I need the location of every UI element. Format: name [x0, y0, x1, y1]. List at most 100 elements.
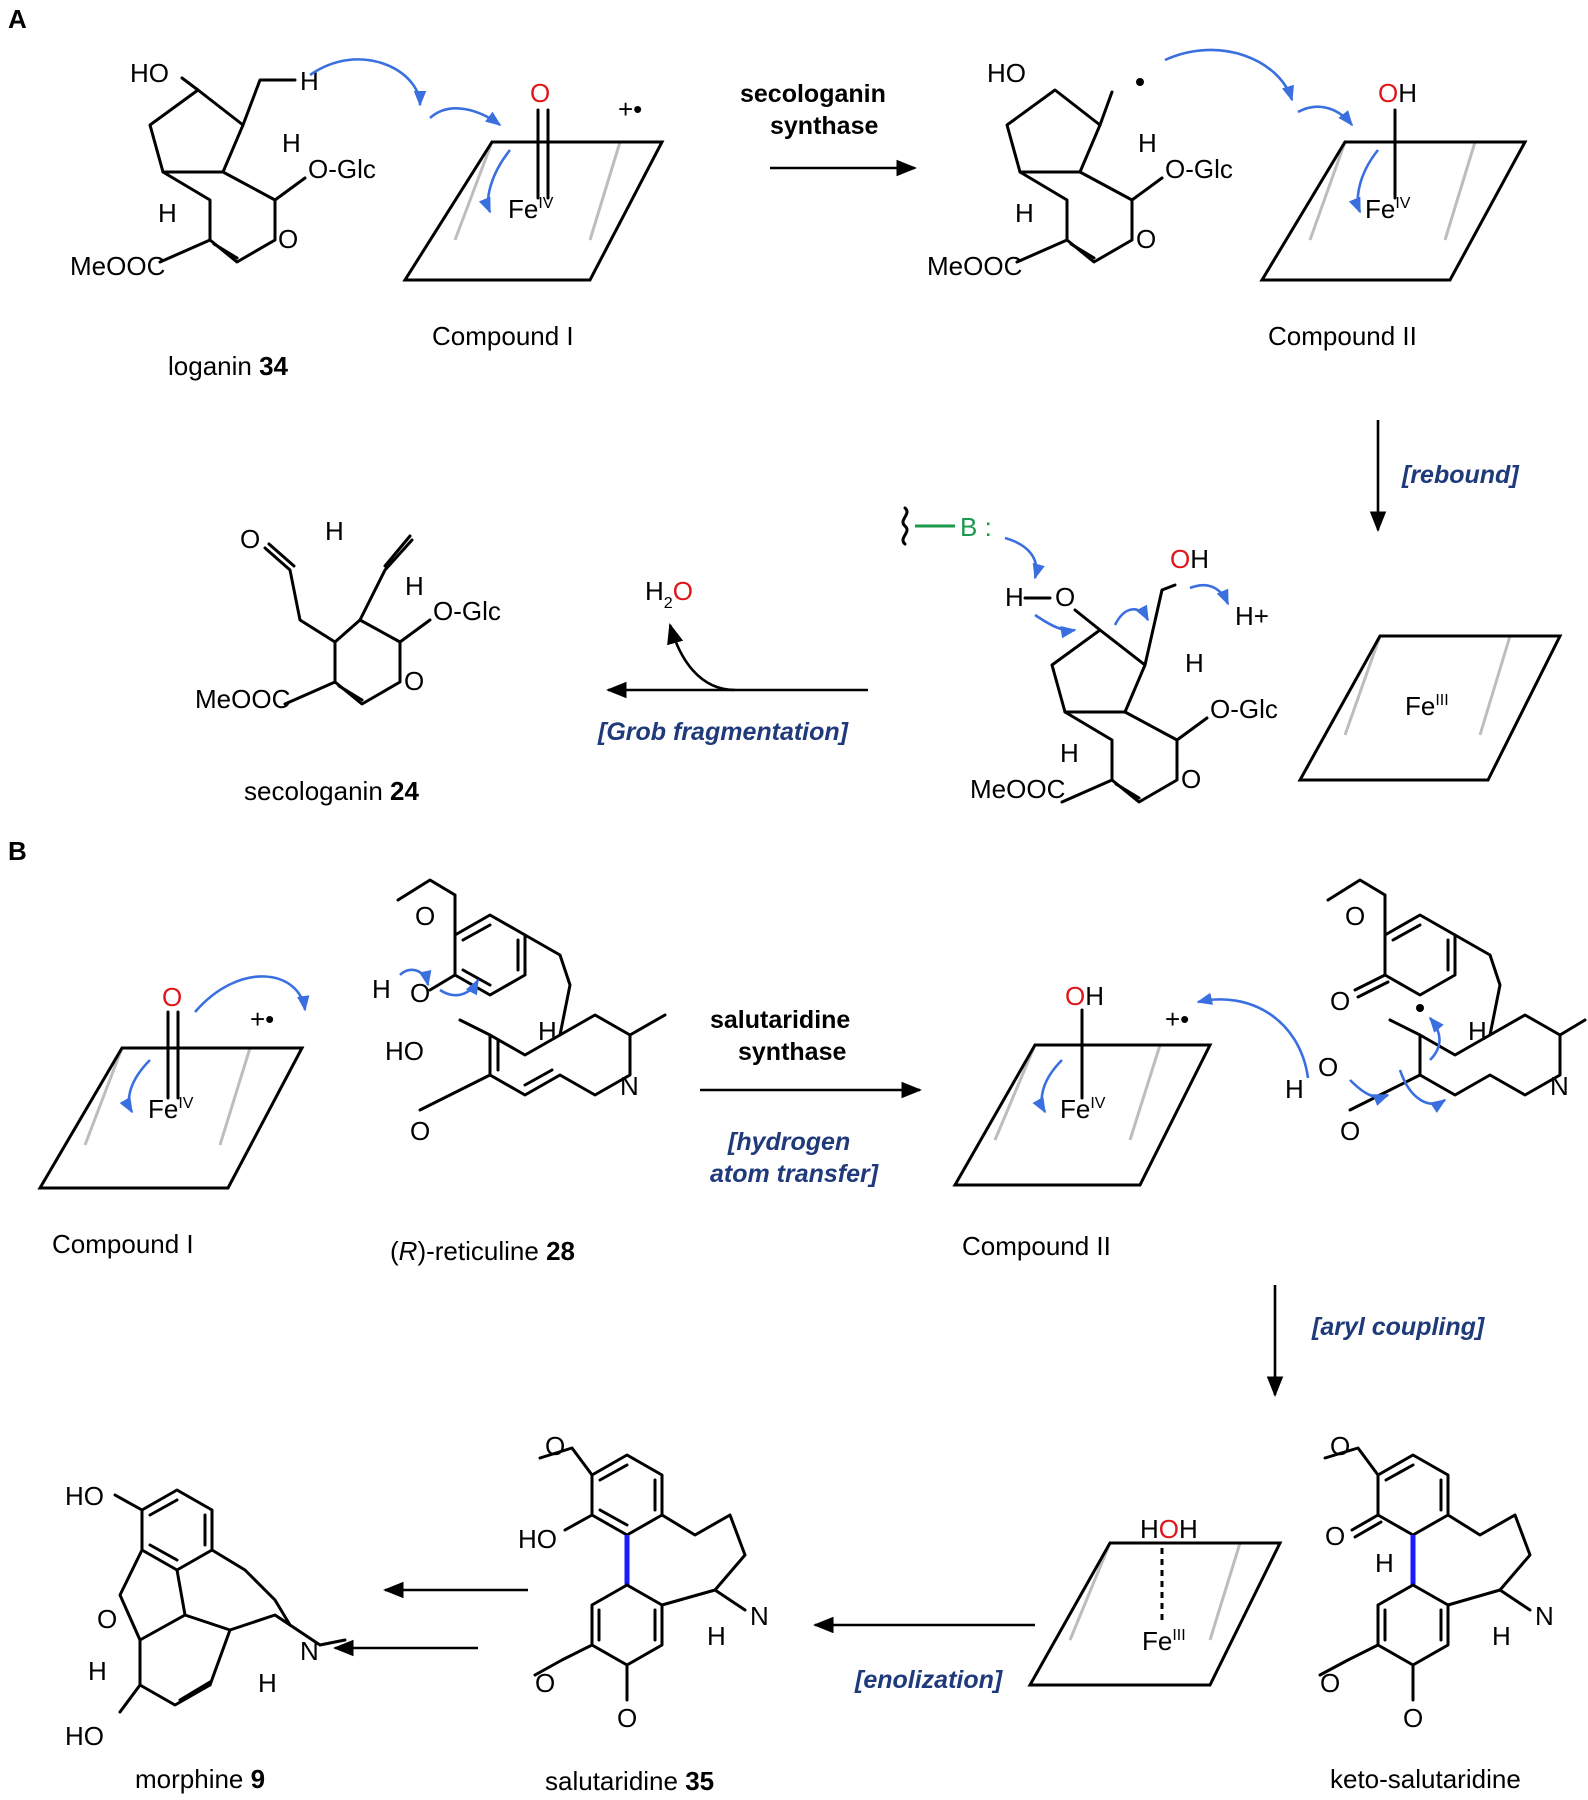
salutaridine-o2: O	[535, 1668, 555, 1698]
radical-b-h2: H	[1468, 1016, 1487, 1046]
secologanin-meooc: MeOOC	[195, 684, 290, 714]
compound2-b-radical: +•	[1165, 1004, 1189, 1034]
compound1-b-oxygen: O	[162, 982, 182, 1012]
keto-o3: O	[1320, 1668, 1340, 1698]
morphine-ho1: HO	[65, 1481, 104, 1511]
compound2-a-label: Compound II	[1268, 321, 1417, 351]
hydroxy-oh: OH	[1170, 544, 1209, 574]
radical-b-o3: O	[1318, 1052, 1338, 1082]
hydroxy-oglc: O-Glc	[1210, 694, 1278, 724]
keto-o4: O	[1403, 1703, 1423, 1733]
secologanin-oglc: O-Glc	[433, 596, 501, 626]
compound1-b-radical: +•	[250, 1004, 274, 1034]
compound2-b-oh: OH	[1065, 981, 1104, 1011]
keto-salutaridine-label: keto-salutaridine	[1330, 1764, 1521, 1794]
keto-n: N	[1535, 1601, 1554, 1631]
radical-oglc: O-Glc	[1165, 154, 1233, 184]
loganin-o: O	[278, 224, 298, 254]
grob-label: [Grob fragmentation]	[597, 718, 850, 746]
compound2-b-label: Compound II	[962, 1231, 1111, 1261]
compound2-b-heme: OH FeIV +•	[952, 981, 1213, 1187]
radical-h3: H	[1015, 198, 1034, 228]
reticuline-n: N	[620, 1071, 639, 1101]
salutaridine-ho: HO	[518, 1524, 557, 1554]
radical-b-o1: O	[1345, 901, 1365, 931]
salutaridine-label: salutaridine 35	[545, 1766, 714, 1796]
secologanin-o2: O	[404, 666, 424, 696]
radical-b-o2: O	[1330, 986, 1350, 1016]
compound2-a-oh: OH	[1378, 78, 1417, 108]
rebound-label: [rebound]	[1401, 461, 1520, 489]
hat-label-line1: [hydrogen	[727, 1128, 850, 1156]
reticuline-structure: O H O HO O H N	[372, 878, 667, 1146]
radical-o: O	[1136, 224, 1156, 254]
secologanin-h1: H	[325, 516, 344, 546]
radical-h2: H	[1138, 128, 1157, 158]
secologanin-structure: O H H O-Glc O MeOOC	[195, 516, 501, 714]
loganin-h3: H	[158, 198, 177, 228]
loganin-structure: HO H H O-Glc H O MeOOC	[70, 58, 376, 281]
secologanin-o: O	[240, 524, 260, 554]
morphine-structure: HO O H HO H N	[65, 1481, 347, 1751]
fe3-b-fe: FeIII	[1142, 1626, 1186, 1656]
compound2-b-fe: FeIV	[1060, 1094, 1106, 1124]
radical-intermediate-structure: HO H O-Glc H O MeOOC	[927, 58, 1233, 281]
secologanin-synthase-line2: synthase	[770, 112, 878, 140]
compound2-a-fe: FeIV	[1365, 194, 1411, 224]
compound1-a-fe: FeIV	[508, 194, 554, 224]
salutaridine-o3: O	[617, 1703, 637, 1733]
reticuline-h2: H	[538, 1016, 557, 1046]
water-label: H2O	[645, 576, 693, 612]
hat-label-line2: atom transfer]	[710, 1160, 880, 1188]
reticuline-h: H	[372, 974, 391, 1004]
reticuline-o3: O	[410, 1116, 430, 1146]
compound1-b-heme: O FeIV +•	[37, 982, 305, 1190]
morphine-h2: H	[258, 1668, 277, 1698]
keto-o1: O	[1330, 1431, 1350, 1461]
hydroxy-h2: H	[1185, 648, 1204, 678]
hydroxy-o: O	[1055, 582, 1075, 612]
compound1-b-fe: FeIV	[148, 1094, 194, 1124]
morphine-o: O	[97, 1604, 117, 1634]
aryl-coupling-label: [aryl coupling]	[1311, 1313, 1486, 1341]
keto-o2: O	[1325, 1521, 1345, 1551]
secologanin-h2: H	[405, 571, 424, 601]
panel-a-label: A	[8, 4, 27, 34]
hydroxy-o2: O	[1181, 764, 1201, 794]
loganin-h2: H	[282, 128, 301, 158]
panel-b-label: B	[8, 836, 27, 866]
radical-b-n: N	[1550, 1071, 1569, 1101]
salutaridine-synthase-line1: salutaridine	[710, 1006, 850, 1034]
morphine-n: N	[300, 1636, 319, 1666]
compound1-a-oxygen: O	[530, 78, 550, 108]
compound1-a-radical: +•	[618, 94, 642, 124]
loganin-ho: HO	[130, 58, 169, 88]
hydroxy-meooc: MeOOC	[970, 774, 1065, 804]
salutaridine-o1: O	[545, 1431, 565, 1461]
radical-meooc: MeOOC	[927, 251, 1022, 281]
radical-ho: HO	[987, 58, 1026, 88]
keto-salutaridine-structure: O O H O O H N	[1318, 1431, 1554, 1733]
loganin-label: loganin 34	[168, 351, 289, 381]
salutaridine-h: H	[707, 1621, 726, 1651]
base-label: B :	[960, 512, 992, 542]
fe3-b-heme: HOH FeIII	[1027, 1514, 1283, 1687]
loganin-meooc: MeOOC	[70, 251, 165, 281]
fe3-b-hoh: HOH	[1140, 1514, 1198, 1544]
loganin-oglc: O-Glc	[308, 154, 376, 184]
hydroxy-h3: H	[1060, 738, 1079, 768]
reticuline-ho: HO	[385, 1036, 424, 1066]
hydroxy-intermediate-structure: B : H O OH H+ H O-Glc H O MeOOC	[901, 506, 1278, 804]
morphine-ho2: HO	[65, 1721, 104, 1751]
compound1-a-heme: O FeIV +•	[402, 78, 665, 282]
reticuline-radical-structure: O O H O O H N	[1285, 878, 1587, 1146]
salutaridine-structure: O HO O O H N	[518, 1431, 769, 1733]
keto-h1: H	[1375, 1548, 1394, 1578]
secologanin-synthase-line1: secologanin	[740, 80, 886, 108]
hydroxy-h: H	[1005, 582, 1024, 612]
salutaridine-synthase-line2: synthase	[738, 1038, 846, 1066]
radical-b-h: H	[1285, 1074, 1304, 1104]
fe3-a-fe: FeIII	[1405, 691, 1449, 721]
keto-h2: H	[1492, 1621, 1511, 1651]
reticuline-label: (R)-reticuline 28	[390, 1236, 575, 1266]
